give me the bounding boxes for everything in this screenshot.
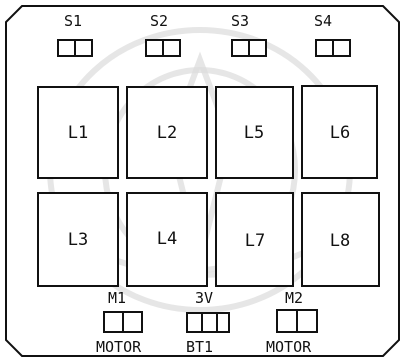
pad-label: L2 <box>157 123 177 143</box>
connector-top-label: M1 <box>108 289 126 307</box>
switch-s1: S1 <box>57 12 93 57</box>
pad-l2: L2 <box>126 86 208 179</box>
switch-s3: S3 <box>231 12 267 57</box>
switch-s2: S2 <box>145 12 181 57</box>
pad-l6: L6 <box>301 85 378 179</box>
connector-bottom-label: MOTOR <box>96 338 142 356</box>
board-outline <box>5 5 400 357</box>
connector-bottom-label: MOTOR <box>266 338 312 356</box>
connector-top-label: M2 <box>285 289 303 307</box>
connector-top-label: 3V <box>195 289 213 307</box>
switch-label: S3 <box>231 12 249 30</box>
switch-label: S1 <box>64 12 82 30</box>
pad-l7: L7 <box>215 192 294 287</box>
pad-label: L5 <box>244 123 264 143</box>
pad-label: L8 <box>330 231 350 251</box>
pad-label: L3 <box>68 230 88 250</box>
pad-label: L1 <box>68 123 88 143</box>
pad-label: L4 <box>157 229 177 249</box>
connector-bottom-label: BT1 <box>186 338 213 356</box>
connector-bt1: 3V BT1 <box>186 289 230 356</box>
pad-label: L6 <box>330 123 350 143</box>
switch-label: S2 <box>150 12 168 30</box>
switch-s4: S4 <box>314 12 351 57</box>
pad-l5: L5 <box>215 86 294 179</box>
pad-label: L7 <box>245 231 265 251</box>
connector-m1: M1 MOTOR <box>96 289 143 356</box>
pad-l8: L8 <box>301 192 380 287</box>
pad-l4: L4 <box>126 192 208 287</box>
switch-label: S4 <box>314 12 332 30</box>
pad-l3: L3 <box>37 192 119 287</box>
connector-m2: M2 MOTOR <box>266 289 318 356</box>
pad-l1: L1 <box>37 86 119 179</box>
